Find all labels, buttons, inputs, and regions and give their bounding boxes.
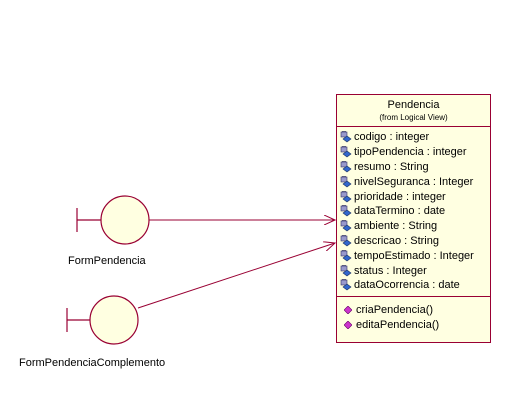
class-stereotype: (from Logical View) [379,113,448,122]
attribute-label: codigo : integer [354,131,430,144]
attribute-item[interactable]: status : Integer [337,263,490,278]
attribute-label: status : Integer [354,264,427,277]
operation-list: criaPendencia()editaPendencia() [337,297,490,333]
attribute-label: tempoEstimado : Integer [354,249,474,262]
attribute-item[interactable]: codigo : integer [337,130,490,145]
protected-attribute-icon [340,190,352,202]
operation-item[interactable]: criaPendencia() [337,303,490,318]
operation-label: criaPendencia() [356,304,434,317]
public-operation-icon [344,306,352,315]
attribute-item[interactable]: tempoEstimado : Integer [337,248,490,263]
attribute-item[interactable]: tipoPendencia : integer [337,145,490,160]
attribute-item[interactable]: nivelSeguranca : Integer [337,174,490,189]
attribute-item[interactable]: dataTermino : date [337,204,490,219]
class-box-pendencia[interactable]: Pendencia (from Logical View) codigo : i… [336,94,491,343]
operation-item[interactable]: editaPendencia() [337,318,490,333]
attribute-item[interactable]: dataOcorrencia : date [337,278,490,293]
boundary-label: FormPendencia [68,255,146,267]
protected-attribute-icon [340,279,352,291]
attribute-label: resumo : String [354,160,429,173]
operation-label: editaPendencia() [356,318,440,331]
attribute-label: tipoPendencia : integer [354,146,467,159]
attribute-item[interactable]: resumo : String [337,160,490,175]
attribute-label: dataOcorrencia : date [354,279,460,292]
protected-attribute-icon [340,205,352,217]
protected-attribute-icon [340,264,352,276]
boundary-circle [100,195,150,245]
protected-attribute-icon [340,234,352,247]
public-operation-icon [344,320,352,329]
divider [337,295,490,297]
protected-attribute-icon [340,175,352,188]
boundary-form-pendencia[interactable] [76,195,150,245]
boundary-form-pendencia-complemento[interactable] [66,295,139,345]
boundary-label: FormPendenciaComplemento [19,357,166,369]
protected-attribute-icon [340,146,352,158]
attribute-label: dataTermino : date [354,205,446,218]
protected-attribute-icon [340,160,352,173]
protected-attribute-icon [340,249,352,262]
boundary-circle [89,295,139,345]
protected-attribute-icon [340,131,352,143]
class-name: Pendencia [387,99,440,111]
attribute-label: nivelSeguranca : Integer [354,175,474,188]
attribute-label: descricao : String [354,234,439,247]
attribute-item[interactable]: descricao : String [337,234,490,249]
attribute-item[interactable]: ambiente : String [337,219,490,234]
attribute-label: ambiente : String [354,220,438,233]
protected-attribute-icon [340,220,352,232]
divider [337,126,490,127]
association-line-2[interactable] [137,243,335,309]
attribute-item[interactable]: prioridade : integer [337,189,490,204]
attribute-label: prioridade : integer [354,190,446,203]
